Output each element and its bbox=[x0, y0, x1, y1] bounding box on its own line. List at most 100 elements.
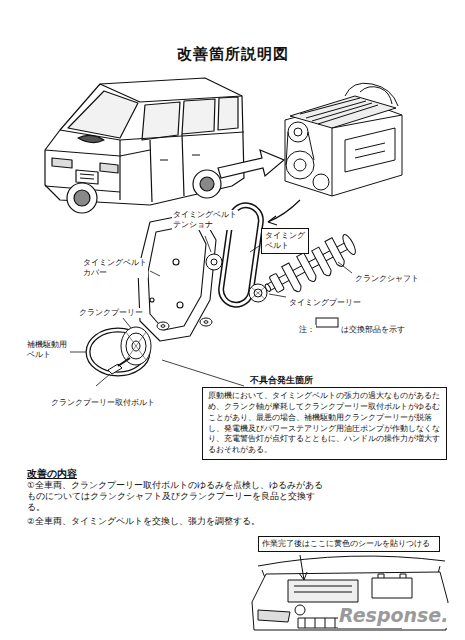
engine-drawing bbox=[286, 132, 314, 165]
timing-belt-cover bbox=[177, 302, 183, 308]
car-drawing bbox=[80, 174, 94, 179]
belt-tensioner bbox=[206, 254, 222, 270]
timing-pulley bbox=[249, 284, 267, 302]
engine-bay-drawing bbox=[258, 610, 290, 622]
diagram-title: 改善箇所説明図 bbox=[176, 45, 290, 65]
crankshaft bbox=[260, 230, 362, 304]
timing-pulley bbox=[249, 284, 267, 302]
crank-pulley bbox=[121, 327, 151, 365]
sticker-arrow bbox=[299, 555, 307, 580]
box-text: 原動機において、タイミングベルトの張力の過大なものがあるため、クランク軸が摩耗し… bbox=[202, 387, 447, 460]
sticker-arrow bbox=[300, 555, 304, 580]
car-drawing bbox=[182, 134, 184, 196]
part-label: クランクプーリー bbox=[78, 308, 144, 318]
engine-drawing bbox=[332, 115, 402, 196]
section-heading: 改善の内容 bbox=[26, 467, 78, 480]
leader-lines bbox=[68, 352, 86, 353]
sticker-arrow bbox=[299, 572, 307, 580]
car-drawing bbox=[218, 97, 238, 130]
timing-belt-cover bbox=[138, 212, 216, 341]
replacement-part-box: タイミング ベルト bbox=[261, 228, 309, 254]
car-drawing bbox=[45, 78, 244, 213]
accessory-belt bbox=[88, 330, 148, 374]
engine-drawing bbox=[294, 159, 306, 171]
timing-belt-cover bbox=[173, 259, 179, 265]
engine-drawing bbox=[285, 83, 402, 196]
car-drawing bbox=[182, 99, 215, 134]
part-label: タイミングベルト カバー bbox=[82, 258, 148, 278]
engine-drawing bbox=[300, 98, 378, 124]
car-drawing bbox=[45, 150, 150, 156]
car-drawing bbox=[193, 170, 221, 198]
engine-drawing bbox=[290, 96, 396, 128]
car-drawing bbox=[150, 140, 152, 202]
part-label: クランクシャフト bbox=[354, 274, 420, 284]
label-slot: タイミングプーリー bbox=[288, 290, 362, 309]
remedy-item: ②全車両、タイミングベルトを交換し、張力を調整する。 bbox=[26, 516, 261, 527]
leader-lines bbox=[205, 236, 211, 252]
engine-bay-drawing bbox=[378, 574, 406, 578]
car-drawing bbox=[78, 135, 104, 142]
note-text: は交換部品を示す bbox=[340, 325, 406, 335]
car-drawing bbox=[76, 170, 98, 184]
timing-belt-cover bbox=[150, 298, 154, 302]
washer-parts bbox=[204, 321, 208, 324]
car-drawing bbox=[119, 140, 120, 200]
car-drawing bbox=[52, 158, 72, 168]
engine-bay-drawing bbox=[294, 586, 352, 592]
label-slot: クランクプーリー取付ボルト bbox=[50, 390, 156, 409]
engine-bay-drawing bbox=[288, 580, 358, 602]
pulley-bolt bbox=[108, 358, 130, 374]
engine-drawing bbox=[345, 83, 398, 106]
part-label: 補機駆動用 ベルト bbox=[26, 340, 70, 360]
car-drawing bbox=[160, 155, 200, 160]
washer-parts bbox=[157, 318, 212, 330]
label-slot: タイミングベルト カバー bbox=[82, 258, 148, 279]
crankshaft bbox=[325, 238, 346, 268]
box-heading: 不具合発生箇所 bbox=[248, 374, 315, 386]
crank-pulley bbox=[126, 333, 146, 359]
leader-lines bbox=[150, 271, 160, 276]
crank-pulley bbox=[126, 332, 146, 360]
accessory-belt bbox=[88, 330, 148, 374]
label-slot: Response. bbox=[338, 603, 449, 628]
engine-bay-drawing bbox=[372, 578, 412, 598]
engine-bay-drawing bbox=[295, 605, 305, 615]
timing-belt-cover bbox=[138, 212, 216, 341]
label-slot: 補機駆動用 ベルト bbox=[26, 340, 70, 361]
remedy-item: ①全車両、クランクプーリー取付ボルトのゆるみを点検し、ゆるみがあるものについては… bbox=[26, 480, 326, 513]
leader-lines bbox=[338, 262, 352, 273]
box-text: 作業完了後はここに黄色のシールを貼りつける bbox=[262, 539, 436, 549]
label-slot: クランクプーリー bbox=[78, 300, 144, 319]
car-drawing bbox=[200, 177, 214, 191]
label-slot: は交換部品を示す bbox=[340, 317, 406, 336]
note-swatch-box bbox=[316, 318, 338, 327]
washer-parts bbox=[200, 318, 212, 326]
engine-drawing bbox=[345, 128, 395, 172]
crankshaft bbox=[282, 263, 303, 293]
section-arrow bbox=[268, 216, 277, 225]
label-slot: 注： bbox=[298, 317, 316, 336]
leader-lines bbox=[269, 294, 286, 297]
crankshaft bbox=[269, 273, 285, 293]
engine-drawing bbox=[313, 174, 329, 190]
label-slot: ①全車両、クランクプーリー取付ボルトのゆるみを点検し、ゆるみがあるものについては… bbox=[26, 480, 326, 514]
part-label: クランクプーリー取付ボルト bbox=[50, 398, 156, 408]
belt-tensioner bbox=[206, 254, 222, 270]
leader-lines bbox=[162, 360, 244, 386]
pulley-bolt bbox=[118, 358, 130, 366]
crank-pulley bbox=[121, 327, 151, 365]
leader-lines bbox=[250, 246, 259, 252]
car-drawing bbox=[74, 190, 90, 206]
car-drawing bbox=[142, 102, 180, 140]
label-slot: ②全車両、タイミングベルトを交換し、張力を調整する。 bbox=[26, 509, 326, 528]
timing-belt-cover bbox=[148, 224, 206, 330]
note-text: 注： bbox=[298, 325, 316, 335]
part-label: タイミングベルト テンショナ bbox=[172, 210, 238, 230]
note-swatch-box bbox=[316, 318, 338, 327]
leader-lines bbox=[96, 374, 110, 386]
car-drawing bbox=[68, 91, 138, 138]
view-arrow bbox=[218, 150, 284, 178]
timing-pulley bbox=[251, 287, 265, 299]
